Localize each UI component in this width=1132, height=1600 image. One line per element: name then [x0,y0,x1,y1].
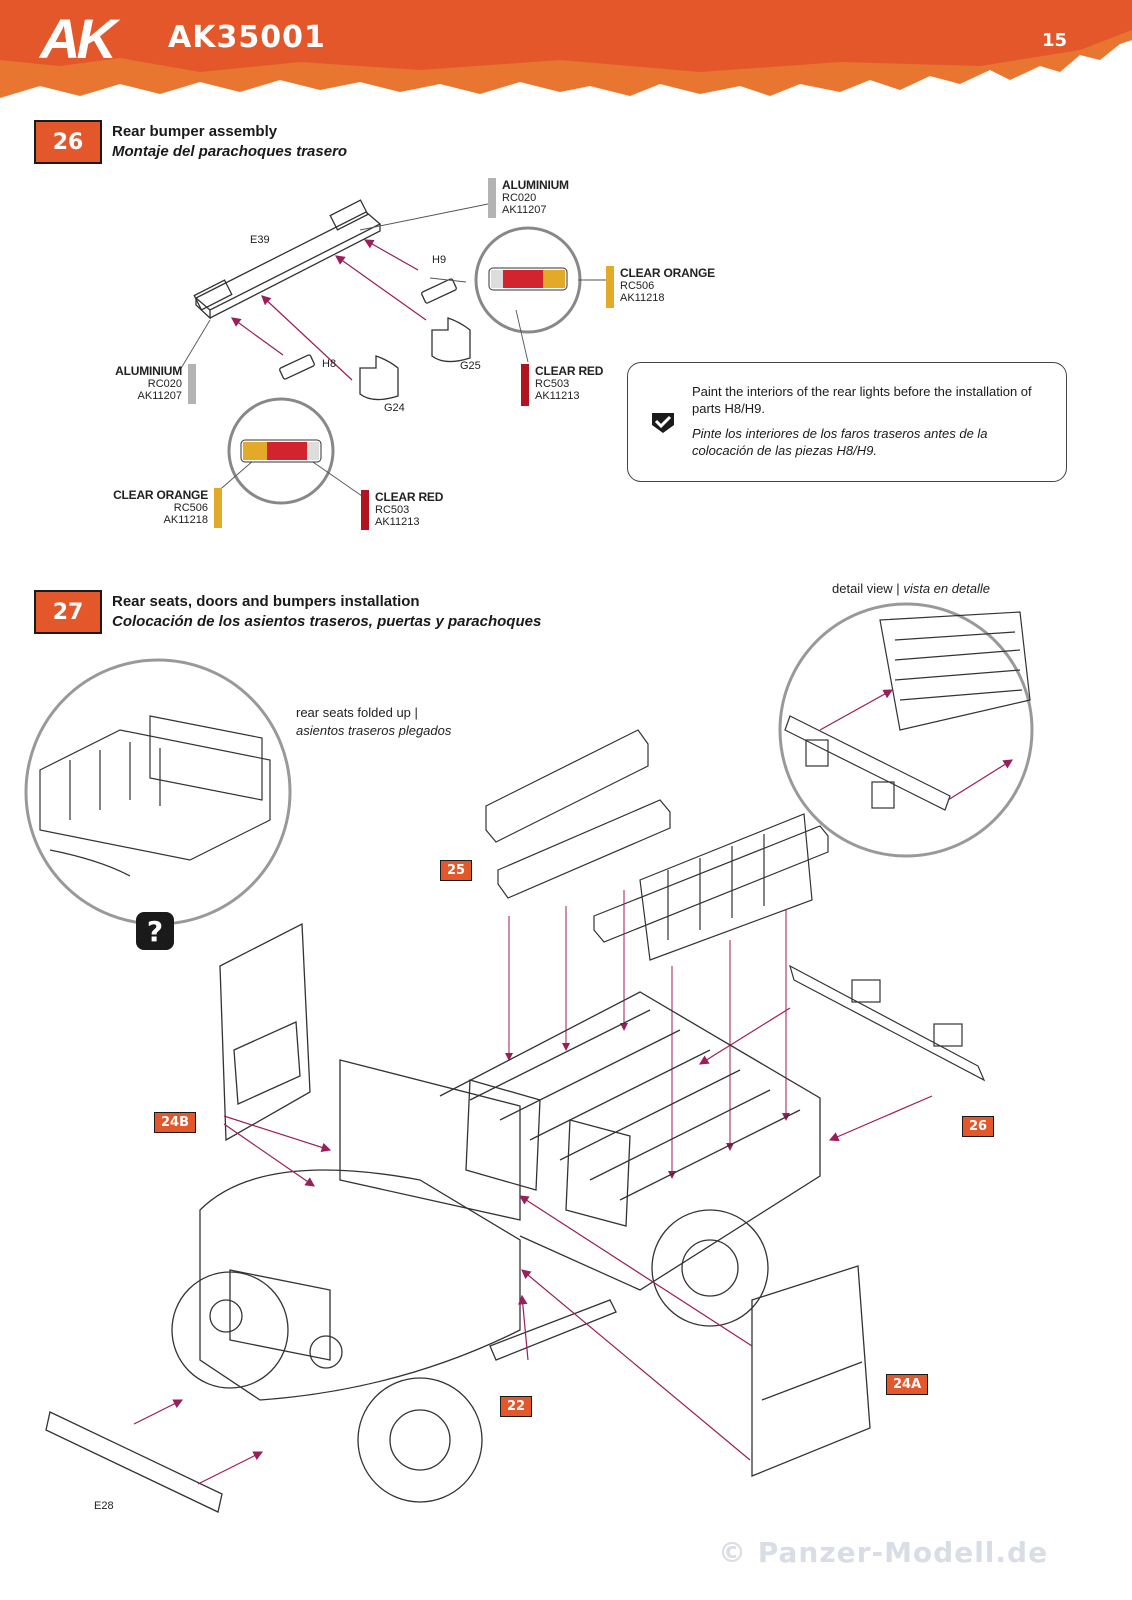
check-badge-icon [652,413,674,433]
lens-colors-h8 [240,439,322,463]
ref-step-24a: 24A [886,1374,929,1395]
bracket-g25 [431,317,471,363]
rear-bumper [789,964,986,1082]
seats-folded-label-en: rear seats folded up | [296,705,418,720]
folded-seats-view [24,658,292,926]
paint-chip-clear-red-bottom [361,490,369,530]
step-26-title-es: Montaje del parachoques trasero [112,143,348,160]
page-header: AK AK35001 15 [0,0,1132,110]
detail-view-label: detail view | vista en detalle [832,580,990,598]
ref-step-25: 25 [440,860,473,881]
note-text-es: Pinte los interiores de los faros traser… [692,426,988,458]
seats-folded-label-es: asientos traseros plegados [296,723,452,738]
part-label-e39: E39 [250,234,270,246]
magnifier-h8 [227,397,335,505]
front-bumper-e28 [45,1411,223,1513]
rear-seats [485,729,829,961]
paint-chip-clear-orange-top [606,266,614,308]
product-code: AK35001 [168,20,326,55]
step-27-title: Rear seats, doors and bumpers installati… [112,592,541,632]
lens-h9 [421,278,457,304]
ref-step-26: 26 [962,1116,995,1137]
page-number: 15 [1042,30,1068,51]
header-banner [0,0,1132,98]
step-26-badge: 26 [34,120,102,164]
step-27-title-en: Rear seats, doors and bumpers installati… [112,593,420,610]
note-text-en: Paint the interiors of the rear lights b… [692,384,1032,416]
seats-folded-label: rear seats folded up | asientos traseros… [296,704,451,740]
step-27-title-es: Colocación de los asientos traseros, pue… [112,613,542,630]
part-label-e28: E28 [94,1500,114,1512]
part-label-g25: G25 [460,360,481,372]
jeep-body [171,991,821,1503]
paint-chip-clear-orange-bottom [214,488,222,528]
step-27-badge: 27 [34,590,102,634]
ref-step-24b: 24B [154,1112,196,1133]
ref-step-22: 22 [500,1396,533,1417]
door-24b [219,922,311,1142]
lens-colors-h9 [488,267,568,291]
paint-note: Paint the interiors of the rear lights b… [627,362,1067,482]
watermark: © Panzer-Modell.de [718,1536,1049,1569]
step-26-title-en: Rear bumper assembly [112,123,278,140]
paint-chip-aluminium-top [488,178,496,218]
bracket-g24 [359,355,399,401]
bumper-e39 [193,199,382,320]
part-label-g24: G24 [384,402,405,414]
step-26-title: Rear bumper assembly Montaje del paracho… [112,122,347,162]
paint-chip-aluminium-left [188,364,196,404]
brand-logo: AK [40,7,117,70]
part-label-h9: H9 [432,254,447,266]
question-mark-icon: ? [136,912,174,950]
part-label-h8: H8 [322,358,337,370]
paint-chip-clear-red-top [521,364,529,406]
detail-view [778,602,1034,858]
lens-h8 [279,354,315,380]
detail-view-label-en: detail view | [832,581,900,596]
detail-view-label-es: vista en detalle [903,581,991,596]
door-24a [751,1265,871,1477]
